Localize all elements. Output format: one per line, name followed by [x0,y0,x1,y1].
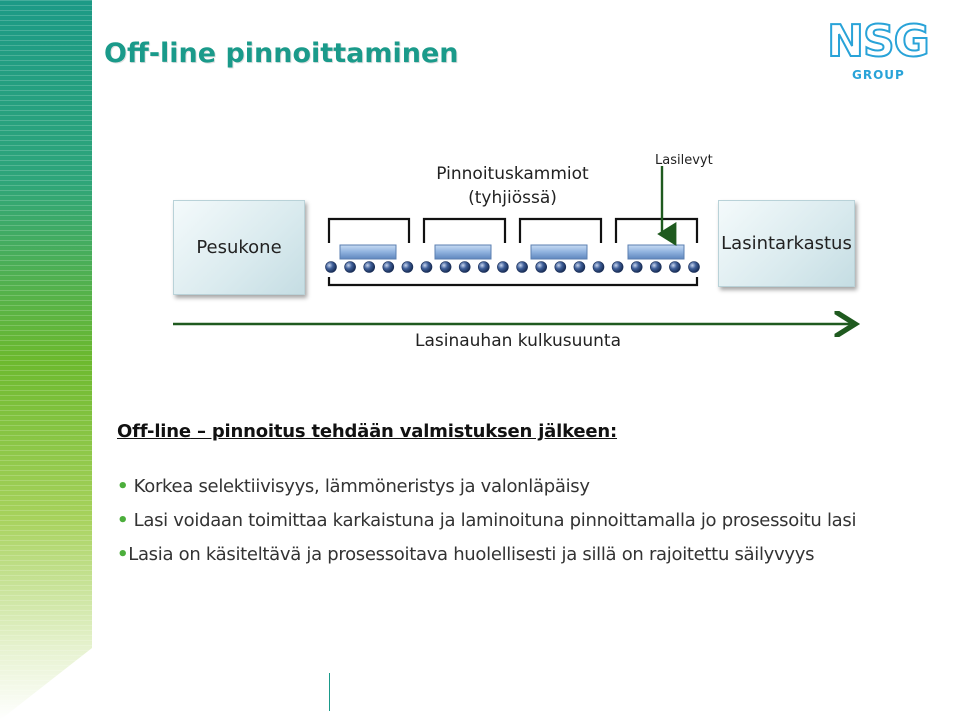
bullet-text: Lasi voidaan toimittaa karkaistuna ja la… [133,510,857,531]
direction-label: Lasinauhan kulkusuunta [415,331,621,351]
roller [592,261,605,273]
roller [439,261,452,273]
roller [363,261,376,273]
bullet-text: Lasia on käsiteltävä ja prosessoitava hu… [128,544,815,565]
chambers-label: Pinnoituskammiot (tyhjiössä) [420,162,605,210]
conveyor-rollers [325,261,700,273]
roller [420,261,433,273]
roller [325,261,337,273]
roller [382,261,395,273]
roller [344,261,356,273]
inspection-box: Lasintarkastus [718,200,855,287]
bullet-text: Korkea selektiivisyys, lämmöneristys ja … [133,476,590,497]
roller [535,261,548,273]
roller [516,261,528,273]
bullet-list: • Korkea selektiivisyys, lämmöneristys j… [117,474,937,576]
roller [401,261,414,273]
glass-sheets-label: Lasilevyt [655,153,713,168]
heading-rest: – pinnoitus tehdään valmistuksen jälkeen… [190,421,618,442]
logo-sub-text: GROUP [852,68,905,82]
section-heading: Off-line – pinnoitus tehdään valmistukse… [117,421,617,442]
nsg-logo: NSG GROUP [818,16,938,86]
chambers-label-line1: Pinnoituskammiot [436,164,589,184]
roller [458,261,471,273]
bullet-dot-icon: • [117,476,129,497]
washer-box: Pesukone [173,200,305,295]
roller [554,261,567,273]
left-decorative-band [0,0,92,720]
heading-offline: Off-line [117,421,191,442]
roller [669,261,681,273]
logo-main-text: NSG [826,16,931,67]
roller [497,261,509,273]
chamber-brackets [327,217,699,243]
glass-sheets [339,244,685,260]
roller [611,261,624,273]
bottom-bracket [327,277,699,287]
bullet-item-3: •Lasia on käsiteltävä ja prosessoitava h… [117,542,937,568]
roller [630,261,643,273]
roller [573,261,586,273]
slide-title: Off-line pinnoittaminen [104,38,459,69]
roller [688,261,700,273]
bullet-dot-icon: • [117,544,129,565]
roller [649,261,662,273]
bottom-divider-line [329,673,330,711]
roller [477,261,490,273]
bullet-dot-icon: • [117,510,129,531]
bullet-item-2: • Lasi voidaan toimittaa karkaistuna ja … [117,508,937,534]
bullet-item-1: • Korkea selektiivisyys, lämmöneristys j… [117,474,937,500]
chambers-label-line2: (tyhjiössä) [468,188,557,208]
